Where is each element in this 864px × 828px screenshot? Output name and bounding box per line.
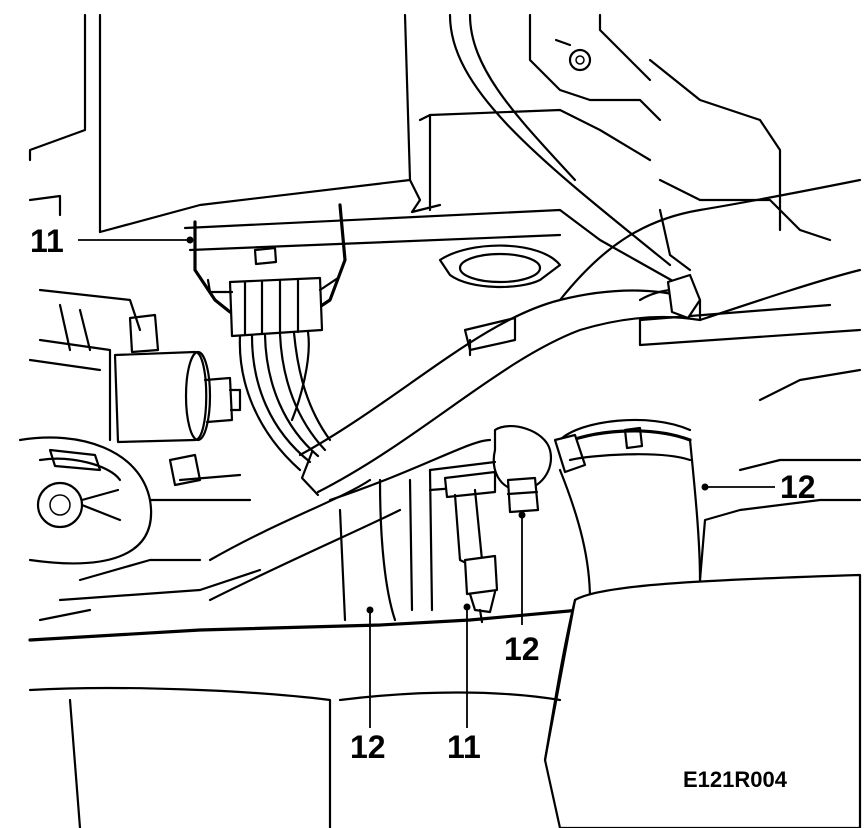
figure-id-code: E121R004 — [683, 767, 788, 792]
wiring-loom — [208, 178, 862, 602]
sensor-assembly — [428, 425, 553, 624]
callout-labels: 11 12 12 12 11 — [30, 223, 816, 765]
callout-label-12-lower: 12 — [350, 729, 386, 765]
electrical-connector — [193, 203, 347, 338]
background-housing — [28, 13, 832, 272]
callout-label-12-right: 12 — [780, 469, 816, 505]
coolant-hose — [553, 418, 702, 602]
lower-body — [28, 368, 862, 828]
pulley — [18, 436, 252, 565]
callout-leaders — [78, 236, 775, 728]
wire-bundle — [238, 330, 332, 472]
actuator-body — [28, 288, 242, 444]
callout-label-11-lower: 11 — [447, 729, 481, 765]
callout-label-11-upper: 11 — [30, 223, 64, 259]
callout-label-12-centre: 12 — [504, 631, 540, 667]
